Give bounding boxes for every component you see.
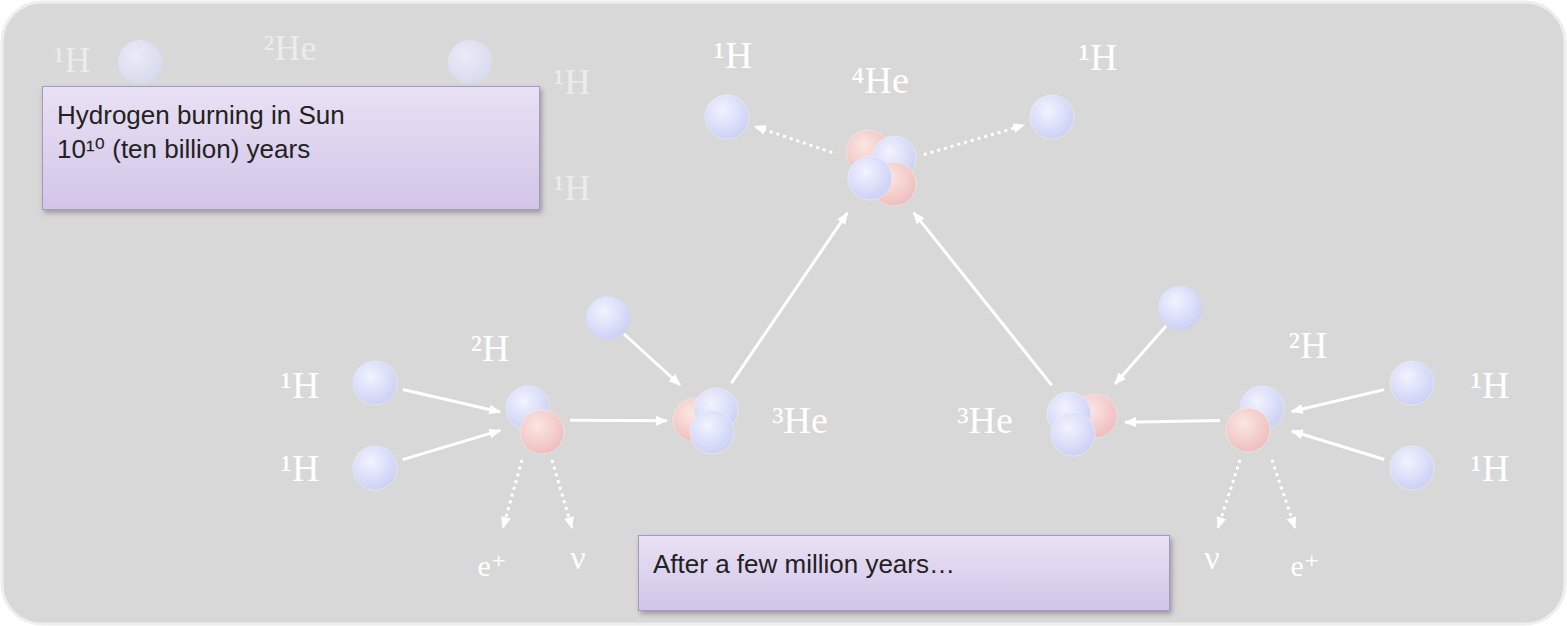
proton [690,410,734,454]
isotope-label: ¹H [1471,366,1510,404]
proton [586,296,630,340]
emission-arrow [924,125,1024,154]
proton [1158,286,1202,330]
particle-cluster: ³He [1045,390,1119,456]
faded-proton [448,40,492,84]
particle-cluster: ¹H [1390,446,1434,490]
nucleus-shape [1030,95,1074,139]
faded-isotope-label: ¹H [554,170,591,206]
nucleus-shape [353,446,397,490]
nucleus-shape [838,128,918,208]
particle-cluster: ¹H [1030,95,1074,139]
proton [1030,95,1074,139]
note-text: Hydrogen burning in Sun [57,99,345,133]
particle-cluster: ¹H [705,95,749,139]
faded-isotope-label: ¹H [54,42,91,78]
capture-arrow [1115,326,1166,384]
reaction-arrow [914,213,1052,386]
particle-label: e⁺ [1290,551,1319,581]
note-box: After a few million years… [638,535,1170,611]
reaction-arrow [1125,421,1220,423]
isotope-label: ²H [471,329,510,367]
neutron [520,410,564,454]
particle-cluster: ²H [506,386,564,454]
emission-arrow [503,460,522,528]
emission-arrow [755,126,833,152]
proton [1051,412,1095,456]
nucleus-shape [673,388,738,454]
particle-cluster: ¹H [1390,361,1434,405]
reaction-arrow [1292,390,1384,412]
particle-cluster: ¹H [353,446,397,490]
isotope-label: ¹H [1471,449,1510,487]
reaction-arrow [403,389,500,412]
nucleus-shape [705,95,749,139]
capture-arrow [624,334,680,385]
nucleus-shape [1226,386,1286,454]
nucleus-shape [1390,446,1434,490]
proton [1390,446,1434,490]
isotope-label: ¹H [1079,38,1118,76]
particle-label: ν [1204,541,1219,575]
isotope-label: ¹H [714,36,753,74]
isotope-label: ¹H [281,449,320,487]
particle-cluster: ³He [673,388,738,454]
reaction-arrow [570,419,667,423]
isotope-label: ⁴He [851,61,909,99]
proton [705,95,749,139]
proton [353,361,397,405]
emission-arrow [1272,460,1295,528]
nucleus-shape [506,386,564,454]
faded-isotope-label: ¹H [554,64,591,100]
faded-isotope-label: ²He [264,30,317,66]
emission-arrow [552,460,572,528]
isotope-label: ³He [772,401,828,439]
reaction-arrow [403,430,501,459]
nucleus-shape [353,361,397,405]
note-text: 10¹⁰ (ten billion) years [57,133,310,167]
nucleus-shape [1390,361,1434,405]
reaction-arrow [731,213,847,383]
proton [353,446,397,490]
isotope-label: ³He [957,401,1013,439]
faded-proton [118,40,162,84]
particle-cluster: ²H [1226,386,1286,454]
isotope-label: ¹H [281,366,320,404]
note-box: Hydrogen burning in Sun10¹⁰ (ten billion… [42,86,540,210]
neutron [1226,408,1270,452]
emission-arrow [1218,460,1240,528]
particle-label: e⁺ [477,551,506,581]
proton [1390,361,1434,405]
reaction-arrow [1292,431,1385,459]
particle-label: ν [570,541,585,575]
particle-cluster: ¹H [353,361,397,405]
note-text: After a few million years… [653,548,955,582]
isotope-label: ²H [1289,326,1328,364]
proton [848,156,892,200]
particle-cluster: ⁴He [838,128,918,208]
nucleus-shape [1045,390,1119,456]
